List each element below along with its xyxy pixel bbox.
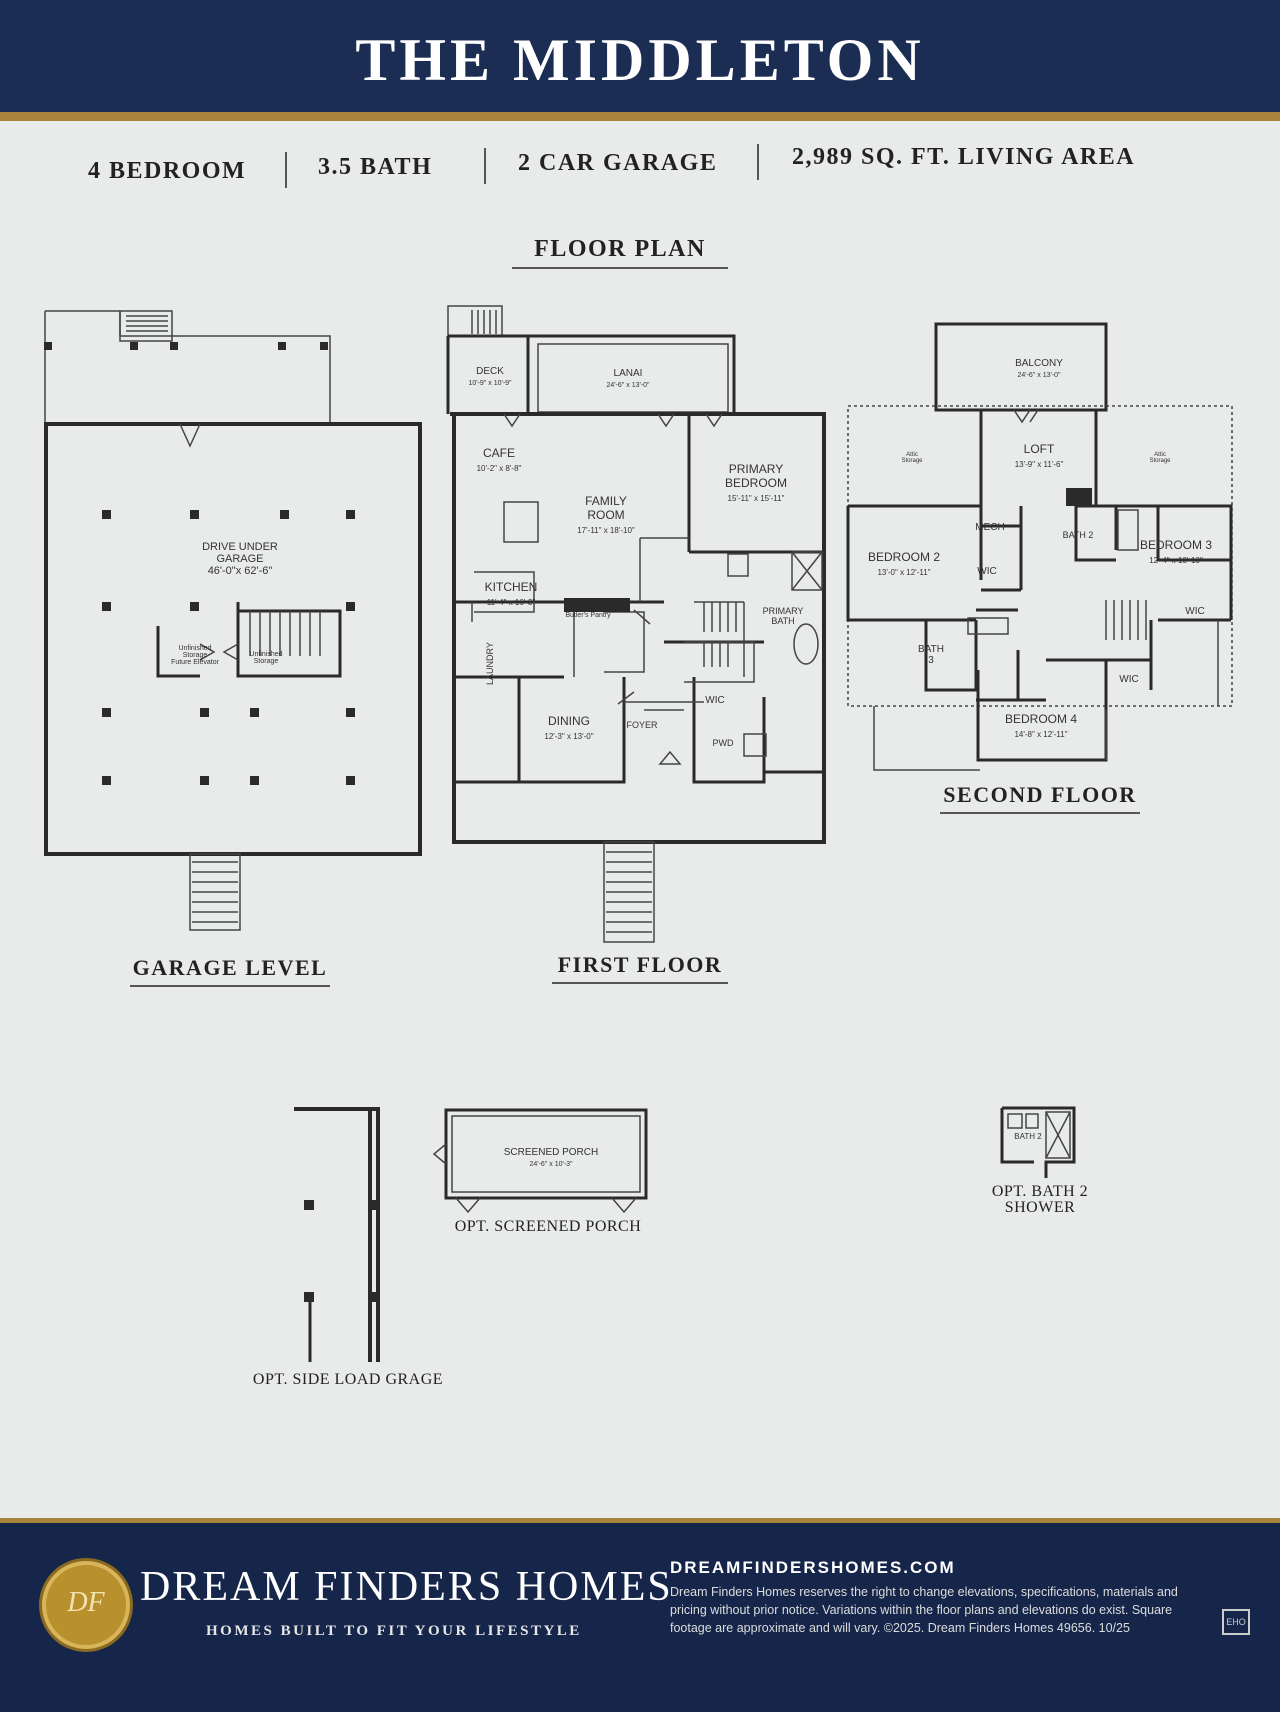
wic-bed4: WIC [1119, 674, 1139, 685]
laundry-room: LAUNDRY [485, 642, 495, 685]
spec-bar: 4 BEDROOM 3.5 BATH 2 CAR GARAGE 2,989 SQ… [0, 144, 1280, 188]
mech-room: MECH [975, 522, 1005, 533]
footer: DF DREAM FINDERS HOMES HOMES BUILT TO FI… [0, 1518, 1280, 1712]
brand-tagline: HOMES BUILT TO FIT YOUR LIFESTYLE [206, 1623, 582, 1639]
opt-bath2-shower-label: OPT. BATH 2 SHOWER [991, 1183, 1089, 1216]
wic-bed3: WIC [1185, 606, 1205, 617]
spec-area: 2,989 SQ. FT. LIVING AREA [792, 144, 1136, 170]
spec-bedroom: 4 BEDROOM [88, 158, 247, 184]
wic-bed2: WIC [977, 566, 997, 577]
garage-level-plan [44, 310, 422, 931]
spec-divider [757, 144, 759, 180]
plan-title: THE MIDDLETON [355, 27, 925, 93]
spec-garage: 2 CAR GARAGE [518, 150, 718, 176]
disclaimer-text: Dream Finders Homes reserves the right t… [670, 1585, 1178, 1635]
unfinished-storage-elevator: Unfinished Storage Future Elevator [171, 645, 219, 666]
brand-name: DREAM FINDERS HOMES [140, 1564, 673, 1610]
powder-room: PWD [712, 738, 734, 748]
spec-bath: 3.5 BATH [318, 154, 433, 180]
attic-storage: Attic Storage [901, 452, 923, 464]
second-floor-label: SECOND FLOOR [940, 782, 1140, 814]
equal-housing-icon: EHO [1222, 1609, 1250, 1635]
bath-2: BATH 2 [1062, 530, 1094, 540]
butlers-pantry: Butler's Pantry [565, 612, 611, 619]
attic-storage: Attic Storage [1149, 452, 1171, 464]
foyer: FOYER [626, 720, 658, 730]
unfinished-storage: Unfinished Storage [249, 651, 283, 665]
spec-divider [285, 152, 287, 188]
opt-screened-porch-label: OPT. SCREENED PORCH [454, 1218, 642, 1235]
floor-plan-heading: FLOOR PLAN [512, 236, 728, 269]
brand-seal-logo: DF [42, 1561, 130, 1649]
opt-side-load-label: OPT. SIDE LOAD GRAGE [252, 1371, 444, 1388]
opt-screened-porch-plan [432, 1108, 648, 1214]
primary-wic: WIC [705, 695, 725, 706]
second-floor-plan [846, 322, 1233, 771]
opt-bath2-shower-plan [1000, 1106, 1076, 1178]
website-link[interactable]: DREAMFINDERSHOMES.COM [670, 1558, 956, 1577]
title-banner: THE MIDDLETON [0, 0, 1280, 121]
bath-2-option-room: BATH 2 [1014, 1132, 1042, 1141]
spec-divider [484, 148, 486, 184]
opt-side-load-plan [294, 1107, 380, 1362]
bath-3: BATH 3 [918, 644, 944, 666]
first-floor-label: FIRST FLOOR [552, 952, 728, 984]
first-floor-plan [446, 305, 826, 943]
garage-level-label: GARAGE LEVEL [130, 955, 330, 987]
primary-bath: PRIMARY BATH [762, 606, 804, 626]
